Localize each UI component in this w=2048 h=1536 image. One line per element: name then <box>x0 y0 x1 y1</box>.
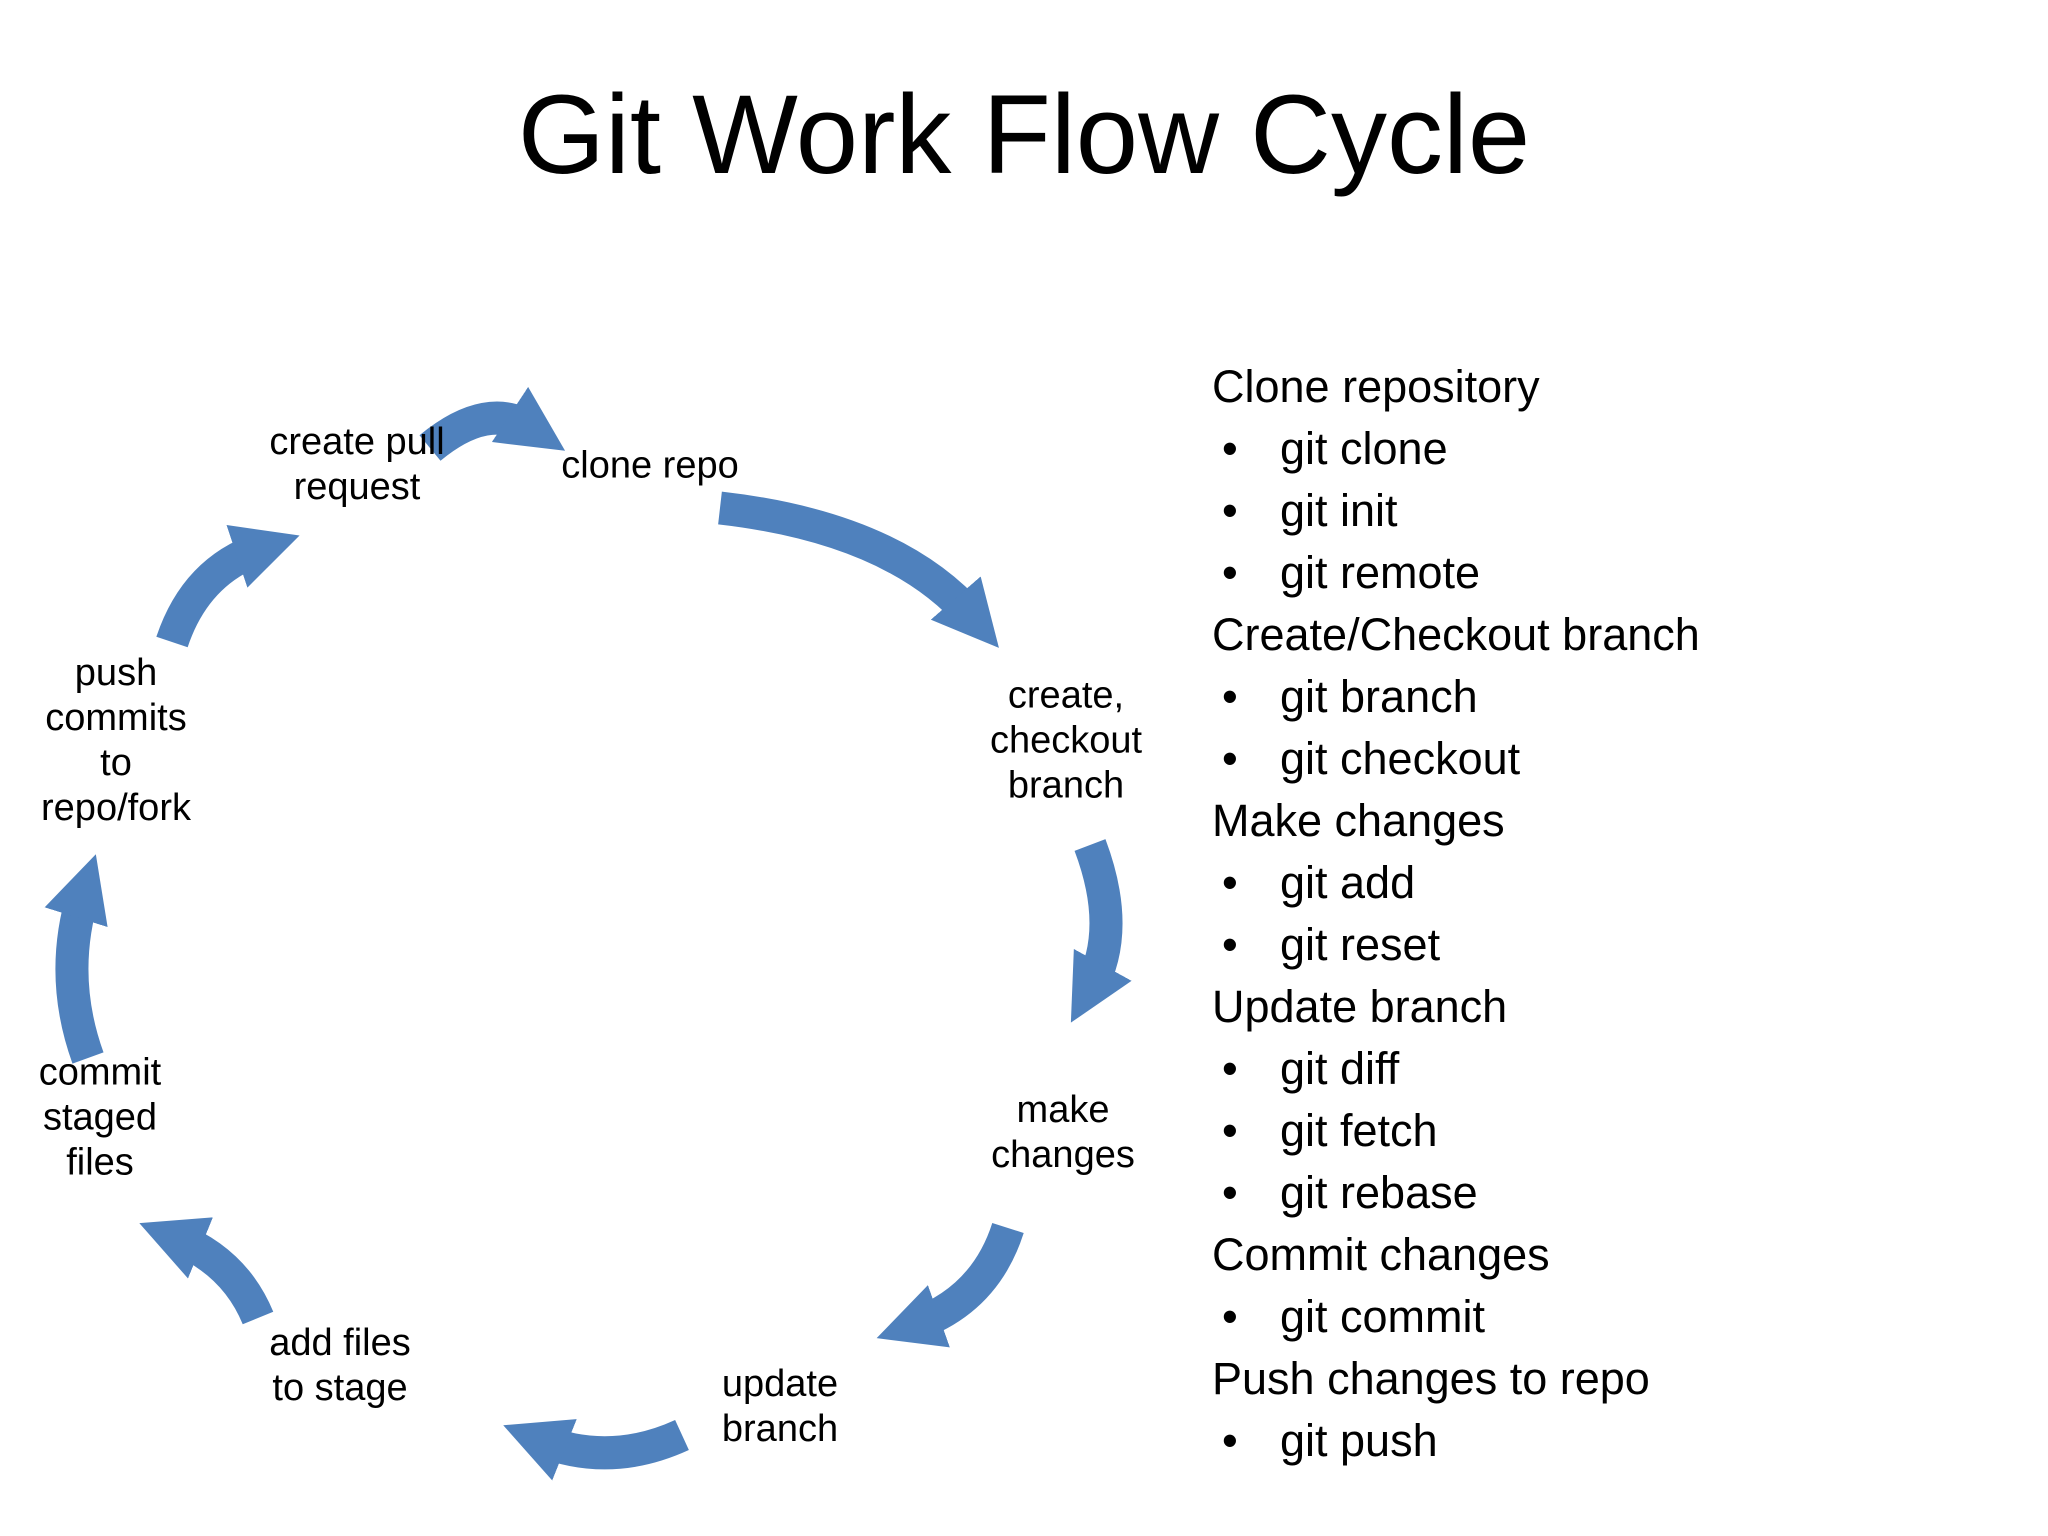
command-section-heading: Clone repository <box>1212 361 1540 412</box>
arrow-add-files-to-commit-staged-icon <box>139 1217 274 1325</box>
bullet-icon: • <box>1222 1415 1238 1466</box>
cycle-node-make-changes: make changes <box>991 1089 1135 1176</box>
command-text: git remote <box>1280 547 1481 598</box>
command-item: • git checkout <box>1212 728 1832 790</box>
command-text: git push <box>1280 1415 1438 1466</box>
bullet-icon: • <box>1222 919 1238 970</box>
command-item: • git rebase <box>1212 1162 1832 1224</box>
command-item: • git clone <box>1212 418 1832 480</box>
command-item: • git diff <box>1212 1038 1832 1100</box>
command-item: • git remote <box>1212 542 1832 604</box>
cycle-node-push-commits-to-repo-fork: push commits to repo/fork <box>41 652 191 829</box>
arrow-clone-repo-to-create-checkout-branch-icon <box>718 491 999 648</box>
command-text: git diff <box>1280 1043 1400 1094</box>
bullet-icon: • <box>1222 671 1238 722</box>
arrow-commit-staged-to-push-commits-icon <box>44 854 108 1064</box>
command-text: git reset <box>1280 919 1441 970</box>
command-item: • git reset <box>1212 914 1832 976</box>
command-section-heading: Commit changes <box>1212 1229 1550 1280</box>
arrow-create-checkout-branch-to-make-changes-icon <box>1070 839 1132 1023</box>
command-text: git rebase <box>1280 1167 1478 1218</box>
bullet-icon: • <box>1222 733 1238 784</box>
bullet-icon: • <box>1222 547 1238 598</box>
command-item: • git push <box>1212 1410 1832 1472</box>
bullet-icon: • <box>1222 1105 1238 1156</box>
command-list: Clone repository • git clone • git init • git … <box>1212 356 1832 1472</box>
bullet-icon: • <box>1222 1043 1238 1094</box>
cycle-node-clone-repo: clone repo <box>561 444 739 487</box>
cycle-node-add-files-to-stage: add files to stage <box>269 1322 411 1409</box>
arrow-make-changes-to-update-branch-icon <box>876 1222 1024 1348</box>
command-section-heading: Update branch <box>1212 981 1508 1032</box>
command-item: • git fetch <box>1212 1100 1832 1162</box>
bullet-icon: • <box>1222 423 1238 474</box>
command-text: git commit <box>1280 1291 1486 1342</box>
cycle-node-update-branch: update branch <box>721 1363 839 1450</box>
command-section-heading: Create/Checkout branch <box>1212 609 1700 660</box>
bullet-icon: • <box>1222 1291 1238 1342</box>
bullet-icon: • <box>1222 485 1238 536</box>
bullet-icon: • <box>1222 1167 1238 1218</box>
cycle-node-create-checkout-branch: create, checkout branch <box>989 674 1143 807</box>
command-item: • git branch <box>1212 666 1832 728</box>
command-text: git branch <box>1280 671 1478 722</box>
command-text: git clone <box>1280 423 1448 474</box>
bullet-icon: • <box>1222 857 1238 908</box>
cycle-node-create-pull-request: create pull request <box>269 421 445 508</box>
arrow-push-commits-to-create-pull-request-icon <box>156 525 300 648</box>
command-text: git init <box>1280 485 1398 536</box>
command-section-heading: Push changes to repo <box>1212 1353 1650 1404</box>
command-section-heading: Make changes <box>1212 795 1505 846</box>
command-text: git add <box>1280 857 1416 908</box>
cycle-node-commit-staged-files: commit staged files <box>38 1051 162 1184</box>
slide-title: Git Work Flow Cycle <box>517 72 1531 197</box>
command-item: • git init <box>1212 480 1832 542</box>
command-item: • git commit <box>1212 1286 1832 1348</box>
command-text: git fetch <box>1280 1105 1438 1156</box>
command-item: • git add <box>1212 852 1832 914</box>
arrow-update-branch-to-add-files-icon <box>503 1419 689 1481</box>
arrow-create-pull-request-to-clone-repo-icon <box>419 386 566 461</box>
command-text: git checkout <box>1280 733 1521 784</box>
